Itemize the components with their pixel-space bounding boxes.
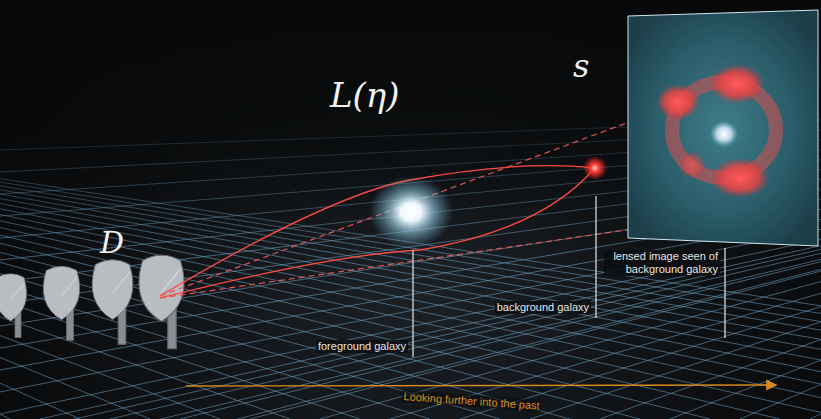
foreground-label: foreground galaxy: [316, 340, 408, 353]
background-galaxy: [583, 156, 607, 180]
lensed-image-label: lensed image seen of background galaxy: [604, 250, 720, 276]
source-symbol: s: [573, 50, 589, 82]
lens-symbol: L(η): [330, 78, 399, 112]
background-label: background galaxy: [495, 301, 591, 314]
lensed-image: [628, 10, 818, 246]
telescopes: [0, 255, 184, 348]
observer-symbol: D: [100, 228, 124, 258]
foreground-galaxy: [369, 176, 453, 248]
